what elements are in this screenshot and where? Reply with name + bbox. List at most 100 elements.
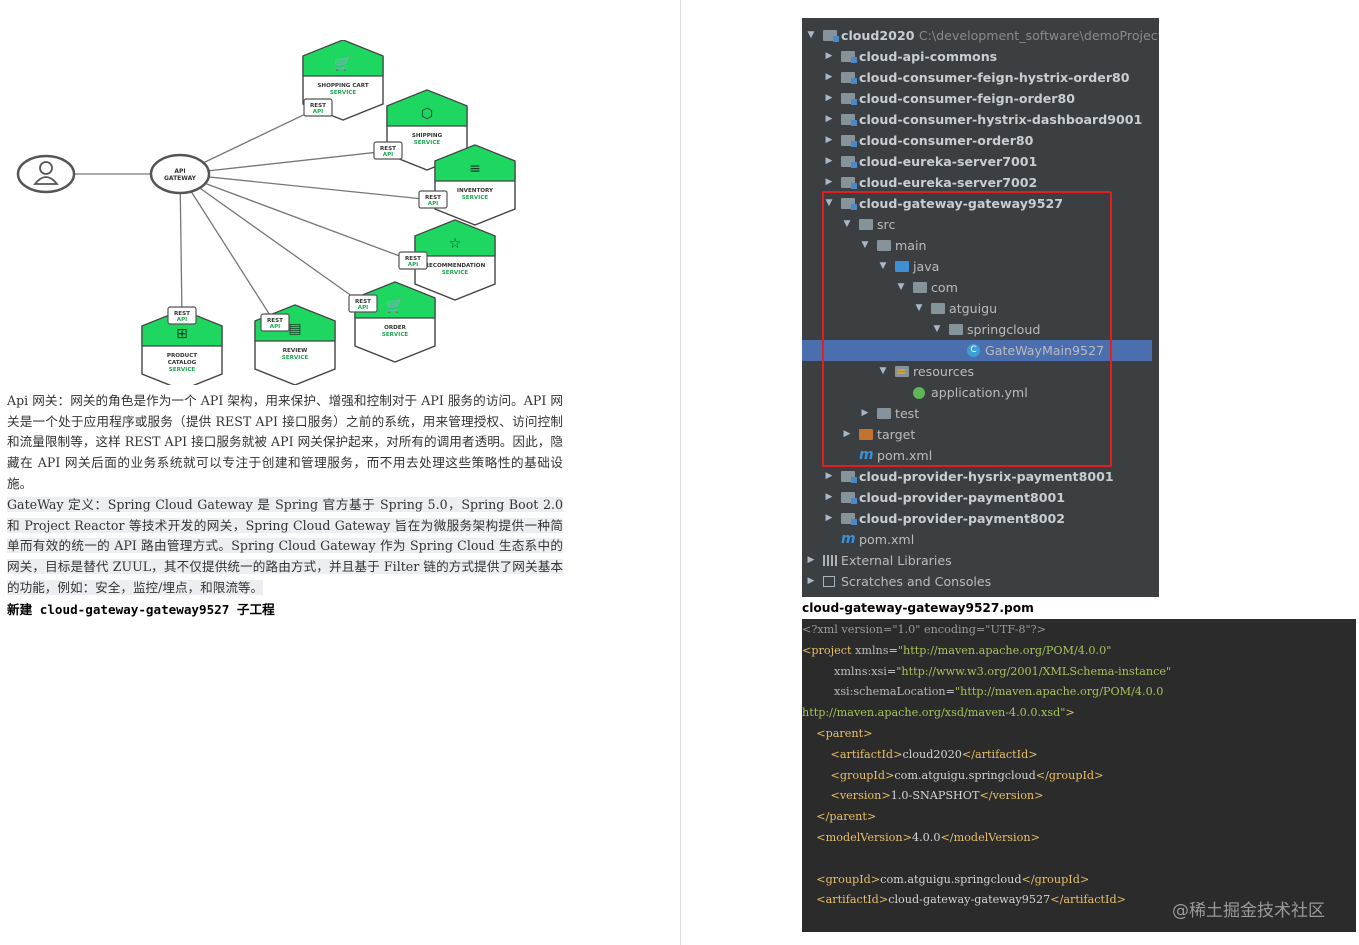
tree-item[interactable]: ▼atguigu	[802, 298, 1159, 319]
tree-item[interactable]: ▶cloud-provider-payment8002	[802, 508, 1159, 529]
tree-item[interactable]: ▼ springcloud	[802, 319, 1159, 340]
collapse-arrow-icon[interactable]: ▼	[861, 240, 869, 250]
watermark: @稀土掘金技术社区	[1172, 901, 1325, 921]
grid-icon: ⊞	[176, 326, 188, 342]
expand-arrow-icon[interactable]: ▶	[825, 177, 833, 187]
tree-item-label: src	[877, 217, 896, 232]
expand-arrow-icon[interactable]: ▶	[825, 471, 833, 481]
svg-text:REST: REST	[174, 311, 190, 317]
tree-item[interactable]: ▼java	[802, 256, 1159, 277]
highlight-box	[822, 191, 1112, 467]
tree-item[interactable]: ▼ src	[802, 214, 1159, 235]
expand-arrow-icon[interactable]: ▶	[807, 576, 815, 586]
expand-arrow-icon[interactable]: ▶	[825, 492, 833, 502]
expand-arrow-icon[interactable]: ▶	[825, 135, 833, 145]
code-token: cloud2020	[902, 747, 962, 761]
expand-arrow-icon[interactable]: ▶	[843, 429, 851, 439]
collapse-arrow-icon[interactable]: ▼	[843, 219, 851, 229]
expand-arrow-icon[interactable]: ▶	[825, 93, 833, 103]
tree-item[interactable]: ▶cloud-consumer-hystrix-dashboard9001	[802, 109, 1159, 130]
tree-item[interactable]: ▶cloud-eureka-server7001	[802, 151, 1159, 172]
tree-item[interactable]: ▶cloud-provider-payment8001	[802, 487, 1159, 508]
collapse-arrow-icon[interactable]: ▼	[879, 366, 887, 376]
gateway-definition-paragraph: GateWay 定义：Spring Cloud Gateway 是 Spring…	[7, 495, 563, 599]
code-token: </parent>	[802, 810, 877, 824]
tree-item-label: application.yml	[931, 385, 1028, 400]
collapse-arrow-icon[interactable]: ▼	[879, 261, 887, 271]
project-tree[interactable]: ▼ cloud2020 C:\development_software\demo…	[802, 18, 1159, 597]
tree-item[interactable]: ▼ com	[802, 277, 1159, 298]
code-token: <modelVersion>	[802, 831, 912, 844]
collapse-arrow-icon[interactable]: ▼	[933, 324, 941, 334]
tree-item[interactable]: ▶cloud-consumer-order80	[802, 130, 1159, 151]
api-gateway-diagram: API GATEWAY 🛒SHOPPING CARTSERVICERESTAPI…	[16, 40, 516, 385]
tree-item[interactable]: ▶test	[802, 403, 1159, 424]
api-gateway-paragraph: Api 网关：网关的角色是作为一个 API 架构，用来保护、增强和控制对于 AP…	[7, 393, 563, 491]
doc-icon: ▤	[288, 321, 301, 337]
tree-item-label: cloud-gateway-gateway9527	[859, 196, 1063, 211]
tree-item-label: cloud-eureka-server7002	[859, 175, 1038, 190]
expand-arrow-icon[interactable]: ▶	[825, 156, 833, 166]
tree-item[interactable]: ▶target	[802, 424, 1159, 445]
folder-icon	[895, 366, 909, 377]
svg-text:REST: REST	[355, 299, 371, 305]
expand-arrow-icon[interactable]: ▶	[825, 51, 833, 61]
tree-item[interactable]: ▼main	[802, 235, 1159, 256]
tree-root[interactable]: ▼ cloud2020 C:\development_software\demo…	[802, 25, 1159, 46]
tree-item[interactable]: ▶cloud-provider-hysrix-payment8001	[802, 466, 1159, 487]
code-line: <modelVersion>4.0.0</modelVersion>	[802, 828, 1040, 848]
tree-item-label: com	[931, 280, 958, 295]
code-token: =	[945, 685, 956, 699]
svg-text:API: API	[408, 262, 419, 268]
tree-item[interactable]: ▶ cloud-eureka-server7002	[802, 172, 1159, 193]
svg-text:API: API	[383, 152, 394, 158]
tree-item[interactable]: ▶ Scratches and Consoles	[802, 571, 1159, 592]
code-token: </version>	[979, 789, 1044, 803]
code-line: xmlns:xsi="http://www.w3.org/2001/XMLSch…	[802, 662, 1171, 682]
expand-arrow-icon[interactable]: ▶	[825, 114, 833, 124]
tree-item-label: cloud-consumer-feign-hystrix-order80	[859, 70, 1130, 85]
code-token: 1.0-SNAPSHOT	[890, 789, 980, 803]
code-token: xsi:schemaLocation	[802, 685, 946, 699]
code-line: <parent>	[802, 724, 872, 744]
code-panel: <?xml version="1.0" encoding="UTF-8"?><p…	[802, 619, 1356, 932]
expand-arrow-icon[interactable]: ▶	[861, 408, 869, 418]
expand-arrow-icon[interactable]: ▶	[807, 555, 815, 565]
collapse-arrow-icon[interactable]: ▼	[915, 303, 923, 313]
code-line: xsi:schemaLocation="http://maven.apache.…	[802, 682, 1163, 702]
code-token: <groupId>	[802, 768, 895, 782]
tree-item[interactable]: ▶External Libraries	[802, 550, 1159, 571]
service-label: SHIPPING	[412, 133, 443, 139]
folder-icon	[895, 261, 909, 272]
module-folder-icon	[841, 114, 857, 126]
expand-arrow-icon[interactable]: ▼	[807, 30, 815, 40]
code-line: <groupId>com.atguigu.springcloud</groupI…	[802, 870, 1089, 890]
tree-item-label: Scratches and Consoles	[841, 574, 992, 589]
tree-item[interactable]: ▶ cloud-consumer-feign-hystrix-order80	[802, 67, 1159, 88]
service-label: SERVICE	[169, 367, 196, 373]
tree-item[interactable]: ▶cloud-api-commons	[802, 46, 1159, 67]
list-icon: ≡	[469, 161, 481, 177]
pom-title: cloud-gateway-gateway9527.pom	[802, 601, 1034, 615]
tree-item-label: springcloud	[967, 322, 1041, 337]
collapse-arrow-icon[interactable]: ▼	[825, 198, 833, 208]
collapse-arrow-icon[interactable]: ▼	[897, 282, 905, 292]
service-label: SERVICE	[382, 332, 409, 338]
tree-item[interactable]: ▼ cloud-gateway-gateway9527	[802, 193, 1159, 214]
expand-arrow-icon[interactable]: ▶	[825, 72, 833, 82]
code-line: </parent>	[802, 807, 876, 827]
tree-item[interactable]: ▼resources	[802, 361, 1159, 382]
code-token: </modelVersion>	[940, 831, 1040, 844]
code-token: <parent>	[802, 727, 873, 740]
tree-item[interactable]: ▶cloud-consumer-feign-order80	[802, 88, 1159, 109]
code-token: </artifactId>	[1050, 893, 1126, 907]
tree-item[interactable]: application.yml	[802, 382, 1159, 403]
expand-arrow-icon[interactable]: ▶	[825, 513, 833, 523]
